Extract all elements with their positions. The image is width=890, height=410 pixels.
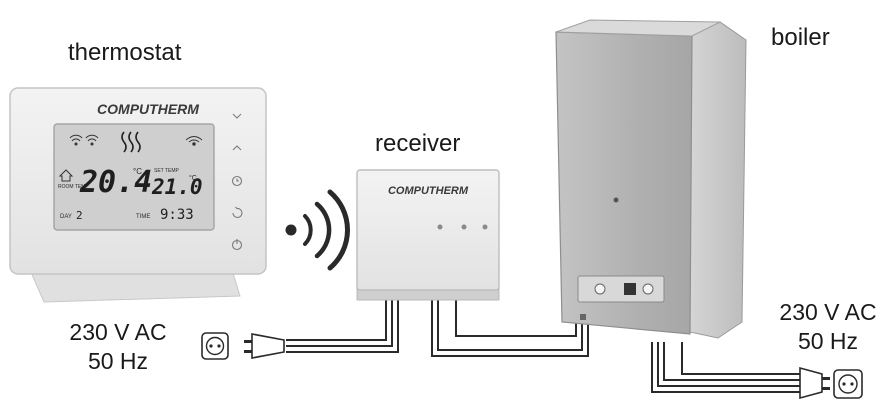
receiver-body bbox=[356, 169, 500, 291]
room-temperature: 20.4 bbox=[79, 165, 152, 200]
boiler-device bbox=[555, 19, 747, 339]
right-power-spec: 230 V AC 50 Hz bbox=[768, 298, 888, 356]
boiler-display bbox=[624, 283, 636, 295]
up-arrow-icon[interactable] bbox=[232, 145, 242, 151]
thermostat-stand bbox=[29, 269, 241, 303]
left-power-frequency: 50 Hz bbox=[87, 348, 149, 374]
day-label: DAY bbox=[60, 214, 72, 220]
clock-hands bbox=[236, 178, 239, 182]
right-power-frequency: 50 Hz bbox=[797, 328, 859, 354]
time-value: 9:33 bbox=[160, 207, 194, 223]
thermostat-brand: COMPUTHERM bbox=[97, 101, 199, 117]
boiler-knob-left[interactable] bbox=[594, 283, 606, 295]
set-temp-label: SET TEMP bbox=[154, 168, 179, 174]
wiring bbox=[286, 296, 800, 393]
receiver-led-1 bbox=[437, 224, 443, 230]
boiler-label-plate bbox=[580, 314, 586, 320]
thermostat-label: thermostat bbox=[68, 39, 182, 66]
left-plug bbox=[244, 333, 285, 359]
right-plug bbox=[799, 366, 830, 400]
set-temperature-unit: °C bbox=[189, 174, 197, 182]
time-label: TIME bbox=[136, 214, 150, 220]
boiler-top bbox=[555, 19, 721, 37]
receiver-brand: COMPUTHERM bbox=[388, 185, 469, 197]
mode-cycle-icon[interactable] bbox=[232, 206, 243, 219]
room-temperature-unit: °C bbox=[133, 167, 142, 176]
boiler-control-panel bbox=[577, 275, 665, 303]
clock-icon[interactable] bbox=[231, 175, 243, 187]
left-power-voltage: 230 V AC bbox=[69, 319, 167, 345]
house-icon bbox=[58, 169, 74, 182]
boiler-indicator bbox=[613, 197, 619, 203]
left-power-spec: 230 V AC 50 Hz bbox=[58, 318, 178, 376]
receiver-device: COMPUTHERM bbox=[356, 169, 500, 301]
down-arrow-icon[interactable] bbox=[232, 113, 242, 119]
wireless-signal-icon bbox=[285, 189, 350, 271]
right-power-voltage: 230 V AC bbox=[779, 299, 877, 325]
wifi-icon bbox=[69, 134, 99, 146]
boiler-side-panel bbox=[687, 21, 747, 339]
receiver-led-3 bbox=[482, 224, 488, 230]
thermostat-device: COMPUTHERM ROOM TEMP 20.4 °C SET TEMP 21… bbox=[9, 87, 267, 303]
set-temperature: 21.0 bbox=[151, 175, 203, 199]
right-wall-outlet-icon bbox=[833, 369, 863, 399]
receiver-label: receiver bbox=[375, 130, 461, 157]
heating-waves-icon bbox=[121, 131, 141, 153]
boiler-label: boiler bbox=[771, 24, 830, 51]
boiler-knob-right[interactable] bbox=[642, 283, 654, 295]
thermostat-lcd bbox=[53, 123, 215, 231]
receiver-led-2 bbox=[461, 224, 467, 230]
sensor-icon bbox=[185, 136, 203, 146]
room-temp-label: ROOM TEMP bbox=[58, 184, 89, 190]
day-value: 2 bbox=[76, 209, 83, 222]
left-wall-outlet-icon bbox=[201, 332, 229, 360]
